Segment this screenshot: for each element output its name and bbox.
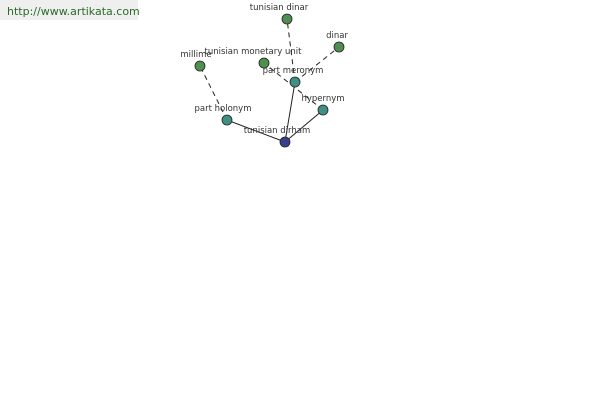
node-label-tunisian-monetary-unit[interactable]: tunisian monetary unit — [205, 47, 303, 57]
node-hypernym[interactable] — [317, 104, 329, 116]
node-label-dinar[interactable]: dinar — [326, 31, 348, 41]
edge-root-to-hypernym — [284, 109, 324, 143]
node-label-part-meronym[interactable]: part meronym — [263, 66, 324, 76]
edge-part_meronym-to-tunisian_dinar — [286, 18, 296, 83]
edge-part_meronym-to-dinar — [294, 46, 340, 83]
node-part-holonym[interactable] — [221, 114, 233, 126]
node-part-meronym[interactable] — [289, 76, 301, 88]
node-root[interactable] — [279, 136, 291, 148]
graph-labels: tunisian dirham part holonym part meronym h… — [180, 3, 348, 136]
node-label-hypernym[interactable]: hypernym — [301, 94, 344, 104]
edge-part_holonym-to-millime — [199, 65, 228, 121]
source-url-bar: http://www.artikata.com — [0, 0, 140, 20]
node-dinar[interactable] — [333, 41, 345, 53]
node-label-tunisian-dinar[interactable]: tunisian dinar — [250, 3, 309, 13]
node-tunisian-monetary-unit[interactable] — [258, 57, 270, 69]
node-label-part-holonym[interactable]: part holonym — [195, 104, 252, 114]
node-label-millime[interactable]: millime — [180, 50, 211, 60]
graph-edges — [199, 18, 340, 143]
node-millime[interactable] — [194, 60, 206, 72]
edge-root-to-part_holonym — [226, 119, 286, 143]
node-tunisian-dinar[interactable] — [281, 13, 293, 25]
node-label-root[interactable]: tunisian dirham — [244, 126, 311, 136]
source-url-link[interactable]: http://www.artikata.com — [7, 5, 140, 18]
graph-nodes — [194, 13, 345, 148]
edge-root-to-part_meronym — [284, 81, 296, 143]
